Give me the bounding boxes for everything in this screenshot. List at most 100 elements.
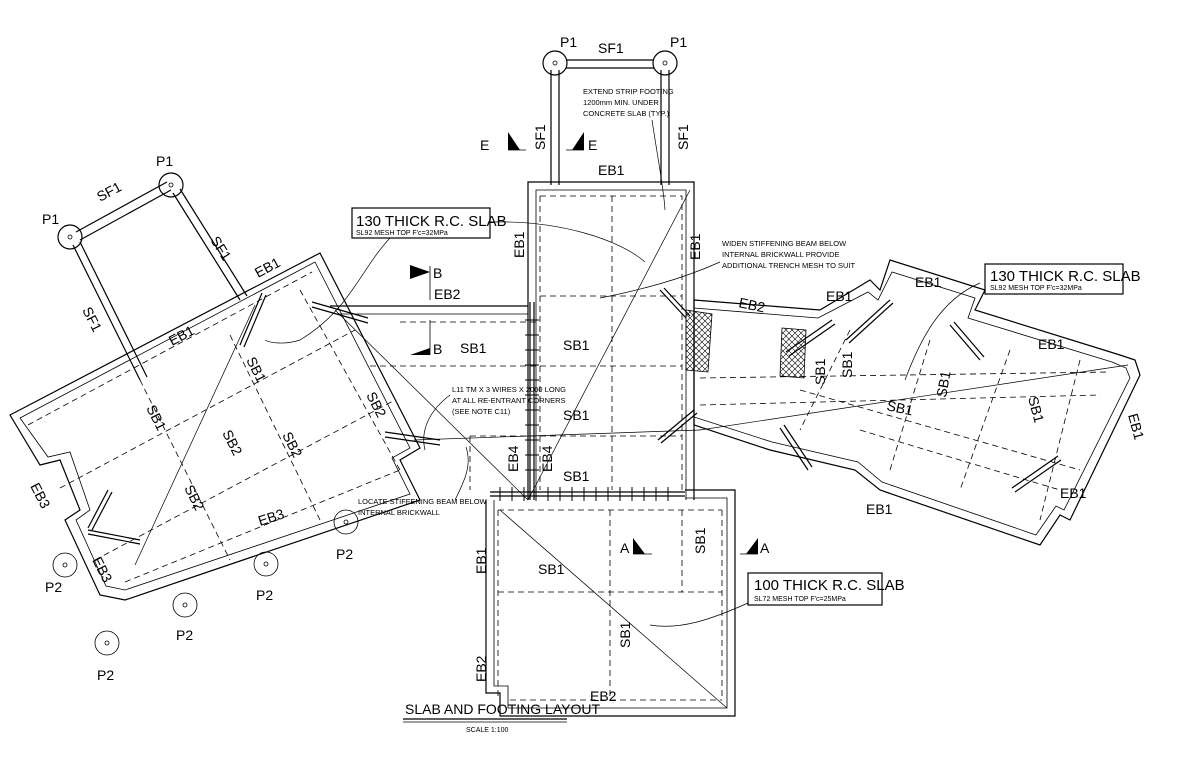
label-sb2-left-3: SB2	[219, 427, 245, 458]
section-e-right-marker	[572, 132, 584, 150]
drawing-title: SLAB AND FOOTING LAYOUT	[405, 701, 600, 717]
label-eb1-central-left: EB1	[511, 231, 527, 258]
pad-footing-p1-left	[57, 224, 83, 250]
right-wing-slab-outline	[693, 259, 1141, 546]
label-eb1-right-2: EB1	[915, 274, 942, 290]
title-block: SLAB AND FOOTING LAYOUT SCALE 1:100	[403, 701, 600, 734]
pad-footing-p2-5	[333, 509, 359, 535]
section-a-right-marker	[746, 538, 758, 554]
label-eb4-left: EB4	[505, 445, 521, 472]
label-p1-mid: P1	[156, 153, 173, 169]
central-slab-outline	[485, 181, 736, 717]
beam-grid-dashed	[27, 195, 1111, 701]
label-eb2-lower-left: EB2	[473, 655, 489, 682]
label-sf1-vert-right: SF1	[675, 124, 691, 150]
label-eb2-corridor: EB2	[434, 286, 461, 302]
label-p2-5: P2	[336, 546, 353, 562]
label-p2-3: P2	[176, 627, 193, 643]
label-section-a-left: A	[620, 540, 630, 556]
trench-mesh-bars	[87, 287, 1062, 545]
svg-text:ADDITIONAL TRENCH MESH TO SUIT: ADDITIONAL TRENCH MESH TO SUIT	[722, 261, 855, 270]
section-markers	[410, 132, 758, 555]
pad-footing-p1-top-right	[652, 50, 678, 76]
label-p2-4: P2	[256, 587, 273, 603]
label-eb3-bottom: EB3	[256, 505, 286, 528]
pad-footing-p1-mid	[158, 172, 184, 198]
left-strip-footing-group	[57, 172, 248, 381]
svg-text:LOCATE STIFFENING BEAM BELOW: LOCATE STIFFENING BEAM BELOW	[358, 497, 488, 506]
pad-footing-p2-1	[52, 552, 78, 578]
label-sb1-left-1: SB1	[243, 354, 269, 385]
label-sb1-lower-vert-2: SB1	[617, 621, 633, 648]
label-sb2-left-1: SB2	[363, 389, 389, 420]
label-sb1-right-4: SB1	[933, 369, 953, 398]
member-labels: P1 P1 P1 P1 SF1 SF1 SF1 SF1 SF1 SF1 E E …	[27, 34, 1147, 704]
label-p1-top-left: P1	[560, 34, 577, 50]
svg-text:L11 TM X 3 WIRES X 2000 LONG: L11 TM X 3 WIRES X 2000 LONG	[452, 385, 566, 394]
label-eb1-lower-left: EB1	[473, 547, 489, 574]
p2-footings	[52, 509, 359, 656]
label-p1-top-right: P1	[670, 34, 687, 50]
span-diagonals	[134, 189, 1129, 709]
svg-text:CONCRETE SLAB (TYP.): CONCRETE SLAB (TYP.)	[583, 109, 670, 118]
note-locate-beam: LOCATE STIFFENING BEAM BELOW INTERNAL BR…	[358, 497, 488, 517]
hatched-beams	[685, 309, 807, 379]
label-sb1-left-2: SB1	[143, 402, 169, 433]
label-eb1-central-right: EB1	[687, 233, 703, 260]
svg-text:INTERNAL BRICKWALL: INTERNAL BRICKWALL	[358, 508, 440, 517]
label-sf1-top: SF1	[598, 40, 624, 56]
label-eb1-right-end: EB1	[1125, 412, 1147, 442]
label-sb1-lower-vert: SB1	[692, 527, 708, 554]
section-e-left-marker	[508, 132, 520, 150]
note-widen-beam: WIDEN STIFFENING BEAM BELOW INTERNAL BRI…	[722, 239, 855, 270]
drawing-scale: SCALE 1:100	[466, 727, 509, 734]
callout-130-left: 130 THICK R.C. SLAB SL92 MESH TOP F'c=32…	[351, 207, 507, 239]
label-sb1-lower: SB1	[538, 561, 565, 577]
label-eb1-right-bottom: EB1	[866, 501, 893, 517]
label-sf1-vert-left: SF1	[532, 124, 548, 150]
label-eb1-right-3: EB1	[1038, 336, 1065, 352]
label-sf1-diag-left: SF1	[79, 304, 105, 334]
label-sb1-right-2: SB1	[839, 351, 855, 378]
label-eb1-right-1: EB1	[826, 288, 853, 304]
pad-footing-p1-top-left	[542, 50, 568, 76]
callout-130-left-title: 130 THICK R.C. SLAB	[356, 213, 507, 230]
svg-text:(SEE NOTE C11): (SEE NOTE C11)	[452, 407, 511, 416]
svg-text:1200mm MIN. UNDER: 1200mm MIN. UNDER	[583, 98, 659, 107]
label-p1-left: P1	[42, 211, 59, 227]
pad-footing-p2-3	[172, 592, 198, 618]
label-p2-2: P2	[97, 667, 114, 683]
svg-text:WIDEN STIFFENING BEAM BELOW: WIDEN STIFFENING BEAM BELOW	[722, 239, 847, 248]
label-eb2-bottom: EB2	[590, 688, 617, 704]
callout-130-right-sub: SL92 MESH TOP F'c=32MPa	[990, 285, 1082, 292]
callout-130-left-sub: SL92 MESH TOP F'c=32MPa	[356, 230, 448, 237]
callout-100-sub: SL72 MESH TOP F'c=25MPa	[754, 596, 846, 603]
label-section-b-mid: B	[433, 341, 442, 357]
label-eb1-left-top: EB1	[252, 254, 283, 281]
label-eb1-left-wing: EB1	[166, 322, 197, 349]
section-b-mid-marker	[410, 348, 430, 355]
label-section-b-top: B	[433, 265, 442, 281]
label-sb1-right-3: SB1	[885, 397, 914, 418]
label-eb4-right: EB4	[539, 445, 555, 472]
callout-100: 100 THICK R.C. SLAB SL72 MESH TOP F'c=25…	[747, 572, 905, 606]
label-section-e-right: E	[588, 137, 597, 153]
label-sf1-diag-right: SF1	[207, 233, 234, 263]
label-eb1-top-central: EB1	[598, 162, 625, 178]
label-sb1-right-5: SB1	[1025, 395, 1047, 425]
rebar-ticks	[490, 302, 685, 501]
label-sb1-corridor: SB1	[460, 340, 487, 356]
callout-130-right: 130 THICK R.C. SLAB SL92 MESH TOP F'c=32…	[984, 263, 1141, 295]
label-sf1-diag-top: SF1	[94, 178, 124, 204]
label-sb1-central-3: SB1	[563, 468, 590, 484]
label-eb2-right: EB2	[737, 294, 766, 315]
top-strip-footing-group	[542, 50, 678, 185]
hatched-beam-1	[685, 309, 713, 373]
section-a-left-marker	[633, 538, 645, 554]
label-section-e-left: E	[480, 137, 489, 153]
label-sb1-central-2: SB1	[563, 407, 590, 423]
svg-text:EXTEND STRIP FOOTING: EXTEND STRIP FOOTING	[583, 87, 674, 96]
section-b-top-marker	[410, 265, 430, 279]
left-wing-slab-outline	[9, 252, 528, 601]
